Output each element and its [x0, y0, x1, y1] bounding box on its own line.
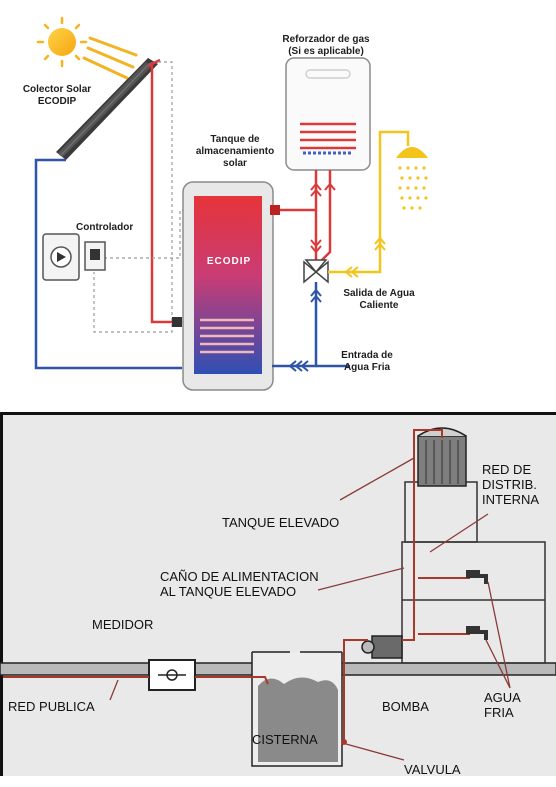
cistern-label: CISTERNA: [252, 732, 318, 747]
cistern: [251, 651, 343, 767]
gas-booster-label: Reforzador de gas (Si es aplicable): [282, 34, 370, 57]
frame-left: [0, 412, 3, 787]
cold-in-label: Entrada de Agua Fria: [341, 350, 393, 373]
yellow-flow-arrows: [344, 236, 386, 278]
valve-label: VALVULA: [404, 762, 461, 777]
cold-water-label: AGUA FRIA: [484, 690, 521, 720]
hot-flow-arrows: [310, 182, 336, 254]
pump: [361, 635, 403, 659]
pump-label: BOMBA: [382, 699, 429, 714]
shower-icon: [396, 147, 428, 210]
sun-rays: [82, 36, 138, 80]
elevated-tank-label: TANQUE ELEVADO: [222, 515, 340, 530]
plumbing-pipes: [3, 429, 470, 740]
faucets: [466, 570, 488, 640]
tank-label: Tanque de almacenamiento solar: [195, 134, 275, 169]
frame-bottom-margin: [0, 776, 556, 787]
solar-collector: [56, 58, 158, 160]
hot-out-label: Salida de Agua Caliente: [343, 288, 415, 311]
pump-unit: [42, 233, 80, 281]
sun-icon: [36, 16, 88, 68]
feed-pipe-label: CAÑO DE ALIMENTACION AL TANQUE ELEVADO: [160, 569, 319, 599]
gas-booster: [285, 57, 371, 171]
cold-in-pipe: [272, 282, 350, 368]
valve-icon: [341, 739, 347, 745]
frame-top: [0, 412, 556, 415]
collector-return-pipe: [147, 58, 161, 68]
cold-flow-arrows: [288, 288, 322, 372]
hot-out-pipes: [280, 170, 332, 263]
distribution-label: RED DE DISTRIB. INTERNA: [482, 462, 540, 507]
mixing-valve: [303, 259, 329, 284]
collector-hot-pipe: [150, 62, 180, 324]
meter-label: MEDIDOR: [92, 617, 154, 632]
cold-return-pipe: [34, 158, 182, 370]
controller-unit: [84, 241, 106, 271]
meter: [148, 659, 196, 691]
tank-brand: ECODIP: [206, 256, 252, 267]
leader-lines: [109, 457, 511, 761]
collector-label: Colector Solar ECODIP: [22, 84, 92, 107]
storage-tank: [172, 181, 280, 391]
yellow-hot-pipe: [328, 130, 410, 274]
controller-label: Controlador: [76, 222, 134, 233]
public-network-label: RED PUBLICA: [8, 699, 95, 714]
